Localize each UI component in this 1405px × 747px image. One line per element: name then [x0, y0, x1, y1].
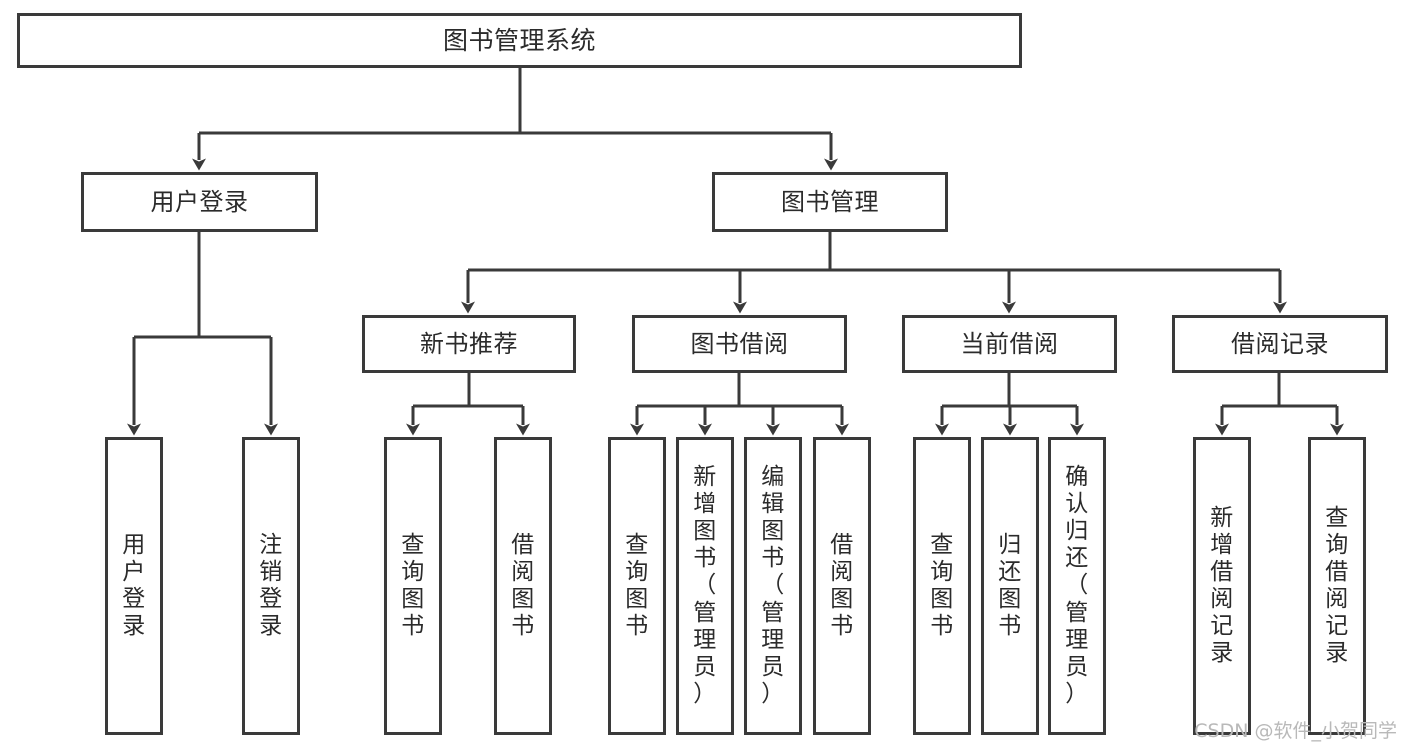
- node-label: 查 询 借 阅 记 录: [1325, 504, 1349, 667]
- node-label: 编 辑 图 书 （ 管 理 员 ）: [761, 463, 785, 707]
- node-label: 借 阅 图 书: [830, 531, 854, 640]
- leaf-borrow-query-book[interactable]: 查 询 图 书: [608, 437, 666, 735]
- leaf-recommend-query-book[interactable]: 查 询 图 书: [384, 437, 442, 735]
- watermark-text: CSDN @软件_小贺同学: [1194, 720, 1397, 742]
- node-label: 注 销 登 录: [259, 531, 283, 640]
- node-current-borrow[interactable]: 当前借阅: [902, 315, 1117, 373]
- node-label: 图书管理: [781, 187, 879, 216]
- node-label: 借 阅 图 书: [511, 531, 535, 640]
- node-label: 新书推荐: [420, 329, 518, 358]
- node-user-login[interactable]: 用户登录: [81, 172, 318, 232]
- leaf-borrow-add-book-admin[interactable]: 新 增 图 书 （ 管 理 员 ）: [676, 437, 734, 735]
- leaf-borrow-edit-book-admin[interactable]: 编 辑 图 书 （ 管 理 员 ）: [744, 437, 802, 735]
- node-label: 图书管理系统: [442, 25, 596, 55]
- node-label: 借阅记录: [1231, 329, 1329, 358]
- node-label: 查 询 图 书: [930, 531, 954, 640]
- node-label: 当前借阅: [960, 329, 1059, 358]
- leaf-current-query-book[interactable]: 查 询 图 书: [913, 437, 971, 735]
- leaf-current-return-book[interactable]: 归 还 图 书: [981, 437, 1039, 735]
- node-label: 确 认 归 还 （ 管 理 员 ）: [1065, 463, 1089, 707]
- leaf-user-login-logout[interactable]: 注 销 登 录: [242, 437, 300, 735]
- leaf-record-query-record[interactable]: 查 询 借 阅 记 录: [1308, 437, 1366, 735]
- node-borrow-record[interactable]: 借阅记录: [1172, 315, 1388, 373]
- leaf-user-login-login[interactable]: 用 户 登 录: [105, 437, 163, 735]
- leaf-current-confirm-return-admin[interactable]: 确 认 归 还 （ 管 理 员 ）: [1048, 437, 1106, 735]
- node-new-book-recommend[interactable]: 新书推荐: [362, 315, 576, 373]
- node-label: 新 增 借 阅 记 录: [1210, 504, 1234, 667]
- node-label: 用 户 登 录: [122, 531, 146, 640]
- leaf-borrow-borrow-book[interactable]: 借 阅 图 书: [813, 437, 871, 735]
- node-label: 归 还 图 书: [998, 531, 1022, 640]
- node-label: 图书借阅: [690, 329, 789, 358]
- node-root-book-management-system[interactable]: 图书管理系统: [17, 13, 1022, 68]
- node-book-management[interactable]: 图书管理: [712, 172, 948, 232]
- node-label: 用户登录: [150, 187, 249, 216]
- leaf-recommend-borrow-book[interactable]: 借 阅 图 书: [494, 437, 552, 735]
- node-label: 查 询 图 书: [625, 531, 649, 640]
- node-label: 查 询 图 书: [401, 531, 425, 640]
- leaf-record-add-record[interactable]: 新 增 借 阅 记 录: [1193, 437, 1251, 735]
- node-book-borrow[interactable]: 图书借阅: [632, 315, 847, 373]
- node-label: 新 增 图 书 （ 管 理 员 ）: [693, 463, 717, 707]
